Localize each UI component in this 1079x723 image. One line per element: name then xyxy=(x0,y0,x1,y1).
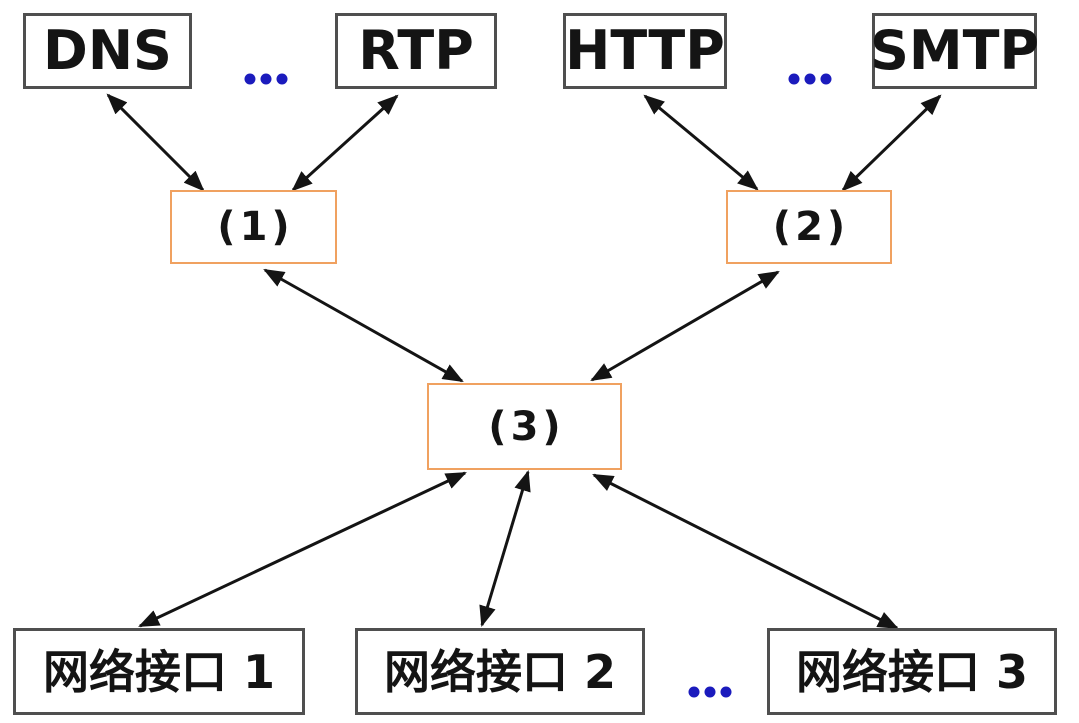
ellipsis-dots-bottom xyxy=(688,686,732,698)
double-arrow-http-layer2 xyxy=(643,94,759,191)
double-arrow-rtp-layer1 xyxy=(291,94,399,192)
double-arrow-dns-layer1 xyxy=(106,93,205,192)
double-arrow-layer2-layer3 xyxy=(590,270,780,382)
ellipsis-dots-group xyxy=(244,73,832,698)
double-arrow-layer3-interface2 xyxy=(479,469,531,628)
ellipsis-dots-top-left xyxy=(244,73,288,85)
double-arrow-layer1-layer3 xyxy=(263,268,464,383)
double-arrow-layer3-interface1 xyxy=(138,471,467,628)
double-arrow-layer3-interface3 xyxy=(592,473,899,630)
bidirectional-arrows-group xyxy=(106,93,942,630)
double-arrow-smtp-layer2 xyxy=(841,94,942,192)
ellipsis-dots-top-right xyxy=(788,73,832,85)
